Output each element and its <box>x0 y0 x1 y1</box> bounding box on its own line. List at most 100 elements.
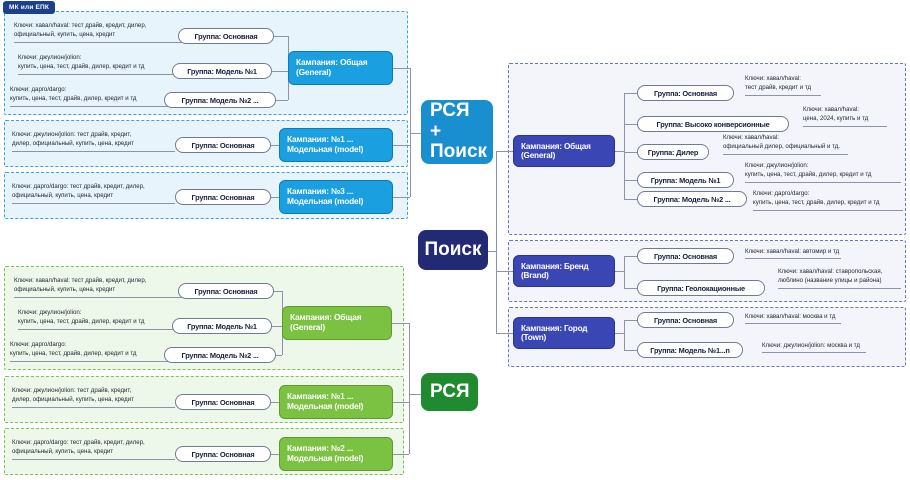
channel-label-rsya[interactable]: РСЯ <box>421 373 478 411</box>
connector <box>496 151 497 333</box>
connector <box>271 402 279 403</box>
group-pill[interactable]: Группа: Модель №2 ... <box>637 191 747 207</box>
campaign-box[interactable]: Кампания: №3 ... Модельная (model) <box>279 180 393 214</box>
connector <box>271 454 279 455</box>
channel-label-poisk[interactable]: Поиск <box>418 230 488 270</box>
keywords-text: Ключи: джулион/jolion: купить, цена, тес… <box>18 309 145 325</box>
group-pill[interactable]: Группа: Основная <box>178 283 274 299</box>
connector <box>615 333 624 334</box>
group-pill[interactable]: Группа: Модель №2 ... <box>164 347 276 363</box>
connector <box>393 454 409 455</box>
connector <box>624 350 637 351</box>
connector <box>271 145 279 146</box>
group-pill[interactable]: Группа: Модель №1 <box>172 318 272 334</box>
group-pill[interactable]: Группа: Модель №1...n <box>637 342 743 358</box>
keyword-rule <box>12 203 175 204</box>
connector <box>615 271 624 272</box>
keyword-rule <box>12 151 175 152</box>
group-pill[interactable]: Группа: Основная <box>175 137 271 153</box>
connector <box>393 145 410 146</box>
campaign-box[interactable]: Кампания: №1 ... Модельная (model) <box>279 385 393 419</box>
connector <box>272 71 288 72</box>
connector <box>624 256 637 257</box>
keyword-rule <box>803 126 887 127</box>
connector <box>624 199 637 200</box>
connector <box>276 100 288 101</box>
keywords-text: Ключи: хавал/haval: тест драйв, кредит, … <box>14 22 147 38</box>
connector <box>624 93 637 94</box>
group-pill[interactable]: Группа: Модель №2 ... <box>164 92 276 108</box>
group-pill[interactable]: Группа: Основная <box>637 248 734 264</box>
keyword-rule <box>12 407 175 408</box>
keywords-text: Ключи: хавал/haval: тест драйв, кредит и… <box>745 75 811 91</box>
campaign-box[interactable]: Кампания: №1 ... Модельная (model) <box>279 128 393 162</box>
keyword-rule <box>753 210 903 211</box>
keyword-rule <box>10 361 178 362</box>
group-pill[interactable]: Группа: Основная <box>175 446 271 462</box>
connector <box>409 323 410 454</box>
connector <box>624 288 637 289</box>
keywords-text: Ключи: джулион/jolion: купить, цена, тес… <box>745 162 872 178</box>
keywords-text: Ключи: хавал/haval: официальный дилер, о… <box>723 134 840 150</box>
group-pill[interactable]: Группа: Дилер <box>637 144 709 160</box>
keywords-text: Ключи: джулион/jolion: купить, цена, тес… <box>18 54 145 70</box>
connector <box>496 271 513 272</box>
keyword-rule <box>12 459 175 460</box>
connector <box>393 197 410 198</box>
keywords-text: Ключи: дарго/dargo: купить, цена, тест, … <box>753 190 880 206</box>
group-pill[interactable]: Группа: Основная <box>637 312 734 328</box>
campaign-box[interactable]: Кампания: Общая (General) <box>513 135 615 167</box>
connector <box>624 180 637 181</box>
keywords-text: Ключи: дарго/dargo: тест драйв, кредит, … <box>12 439 145 455</box>
keywords-text: Ключи: дарго/dargo: купить, цена, тест, … <box>10 341 137 357</box>
connector <box>484 251 496 252</box>
connector <box>624 152 637 153</box>
connector <box>624 93 625 199</box>
keyword-rule <box>745 258 841 259</box>
keyword-rule <box>18 74 178 75</box>
connector <box>624 320 625 350</box>
badge-mk-epk: МК или ЕПК <box>3 1 56 14</box>
keyword-rule <box>778 288 901 289</box>
campaign-box[interactable]: Кампания: Общая (General) <box>288 51 393 85</box>
keywords-text: Ключи: хавал/haval: москва и тд <box>745 313 836 320</box>
channel-label-rsya-poisk[interactable]: РСЯ + Поиск <box>421 100 493 164</box>
connector <box>496 333 513 334</box>
group-pill[interactable]: Группа: Модель №1 <box>172 63 272 79</box>
campaign-box[interactable]: Кампания: Город (Town) <box>513 317 615 349</box>
group-pill[interactable]: Группа: Геолокационные <box>637 280 765 296</box>
connector <box>624 320 637 321</box>
group-pill[interactable]: Группа: Высоко конверсионные <box>637 116 789 132</box>
campaign-box[interactable]: Кампания: №2 ... Модельная (model) <box>279 437 393 471</box>
keyword-rule <box>14 42 185 43</box>
keywords-text: Ключи: хавал/haval: тест драйв, кредит, … <box>14 277 147 293</box>
keywords-text: Ключи: хавал/haval: автомир и тд <box>745 248 840 255</box>
connector <box>271 197 279 198</box>
group-pill[interactable]: Группа: Модель №1 <box>637 172 734 188</box>
connector <box>410 68 411 197</box>
connector <box>624 256 625 288</box>
keyword-rule <box>14 297 185 298</box>
group-pill[interactable]: Группа: Основная <box>178 28 274 44</box>
keyword-rule <box>745 95 821 96</box>
connector <box>393 402 409 403</box>
connector <box>274 291 282 292</box>
campaign-box[interactable]: Кампания: Бренд (Brand) <box>513 255 615 287</box>
keywords-text: Ключи: джулион/jolion: москва и тд <box>762 342 860 349</box>
campaign-box[interactable]: Кампания: Общая (General) <box>282 306 392 340</box>
keywords-text: Ключи: хавал/haval: цена, 2024, купить и… <box>803 106 869 122</box>
group-pill[interactable]: Группа: Основная <box>637 85 734 101</box>
group-pill[interactable]: Группа: Основная <box>175 394 271 410</box>
connector <box>496 151 513 152</box>
group-pill[interactable]: Группа: Основная <box>175 189 271 205</box>
connector <box>409 394 422 395</box>
keyword-rule <box>18 329 178 330</box>
keyword-rule <box>745 323 841 324</box>
keyword-rule <box>762 352 866 353</box>
keyword-rule <box>723 154 848 155</box>
connector <box>392 323 409 324</box>
connector <box>276 355 282 356</box>
connector <box>410 133 422 134</box>
keywords-text: Ключи: дарго/dargo: тест драйв, кредит, … <box>12 183 145 199</box>
